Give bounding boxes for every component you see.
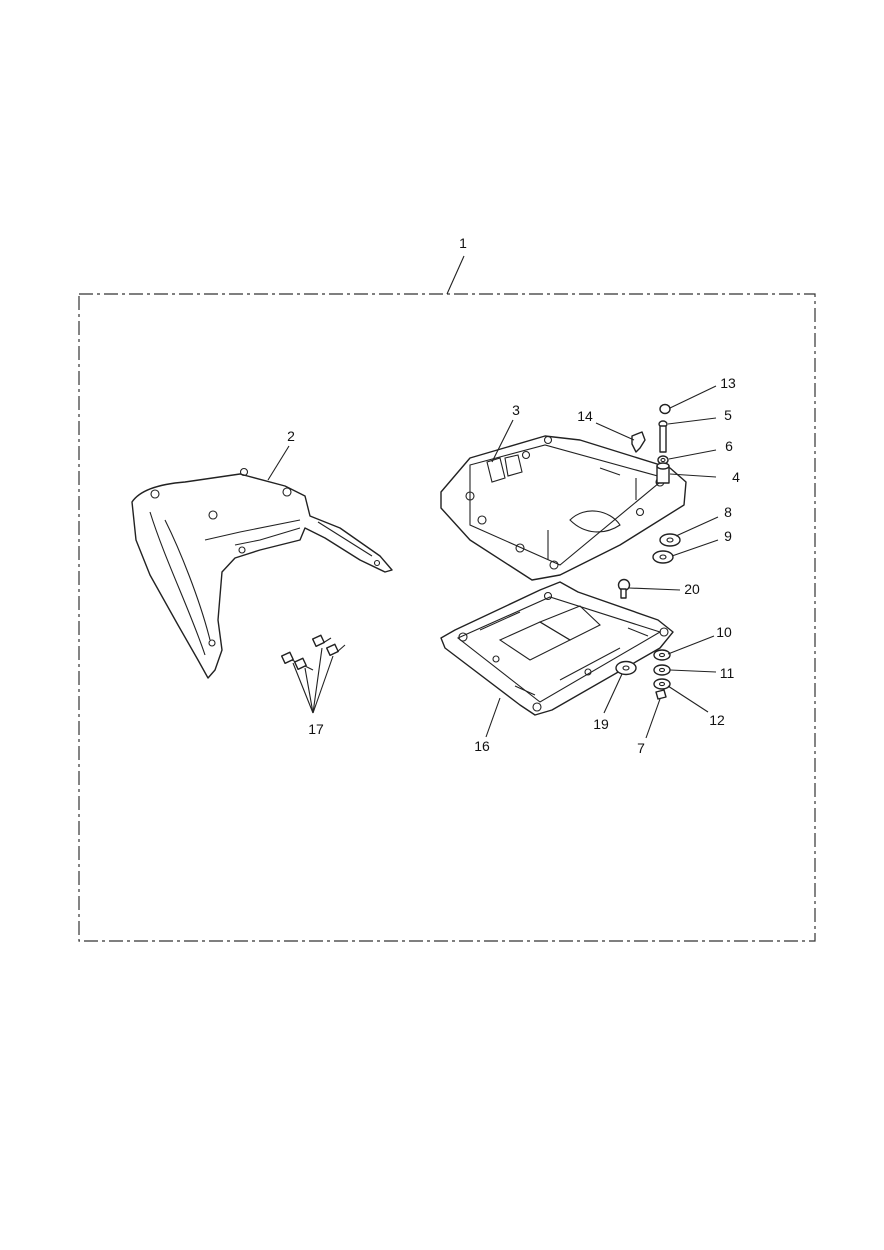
part-20-pin [617, 578, 631, 599]
callout-5: 5 [724, 407, 732, 423]
callout-7: 7 [637, 740, 645, 756]
callout-12: 12 [709, 712, 725, 728]
leader-10 [667, 635, 715, 655]
leader-11 [669, 669, 717, 673]
callout-10: 10 [716, 624, 732, 640]
leader-16 [485, 697, 501, 738]
callout-6: 6 [725, 438, 733, 454]
leader-lines [267, 255, 719, 739]
leader-19 [603, 673, 623, 714]
callout-14: 14 [577, 408, 593, 424]
callout-20: 20 [684, 581, 700, 597]
leader-1 [446, 255, 465, 295]
part-4-spacer [656, 462, 670, 484]
leader-12 [667, 685, 709, 713]
callout-11: 11 [720, 665, 735, 681]
part-12-washer [653, 678, 671, 690]
leader-20 [628, 587, 681, 591]
leader-17a [292, 662, 314, 714]
callout-19: 19 [593, 716, 609, 732]
leader-9 [671, 539, 719, 557]
leader-14 [595, 422, 635, 441]
callout-labels: 1 2 3 4 5 6 7 8 9 10 11 12 13 14 16 17 1… [287, 235, 740, 756]
leader-17d [312, 655, 334, 714]
screw [325, 643, 346, 657]
leader-13 [669, 385, 717, 409]
part-13-cap [659, 403, 671, 415]
leader-2 [267, 445, 290, 481]
screw [293, 657, 314, 671]
leader-5 [667, 417, 717, 425]
callout-16: 16 [474, 738, 490, 754]
part-19-washer [615, 660, 637, 676]
callout-8: 8 [724, 504, 732, 520]
leader-7 [645, 698, 661, 739]
part-9-grommet [652, 550, 674, 564]
callout-2: 2 [287, 428, 295, 444]
callout-3: 3 [512, 402, 520, 418]
leader-8 [675, 516, 719, 537]
callout-4: 4 [732, 469, 740, 485]
leader-4 [669, 473, 717, 478]
leader-6 [668, 449, 717, 460]
screw [311, 634, 332, 648]
leader-17c [312, 647, 323, 714]
part-14-knob [631, 431, 646, 453]
callout-9: 9 [724, 528, 732, 544]
part-17-screws [280, 634, 346, 671]
part-16-mounting-plate [440, 581, 674, 716]
part-2-rack-bracket [131, 467, 393, 679]
part-3-carrier-plate [440, 435, 687, 581]
part-5-bolt [658, 420, 668, 453]
callout-1: 1 [459, 235, 467, 251]
part-11-washer [653, 664, 671, 676]
leader-17b [304, 667, 314, 714]
part-10-washer [653, 649, 671, 661]
part-8-grommet [659, 533, 681, 547]
callout-13: 13 [720, 375, 736, 391]
leader-3 [491, 419, 514, 463]
callout-17: 17 [308, 721, 324, 737]
part-7-nut [655, 689, 667, 700]
